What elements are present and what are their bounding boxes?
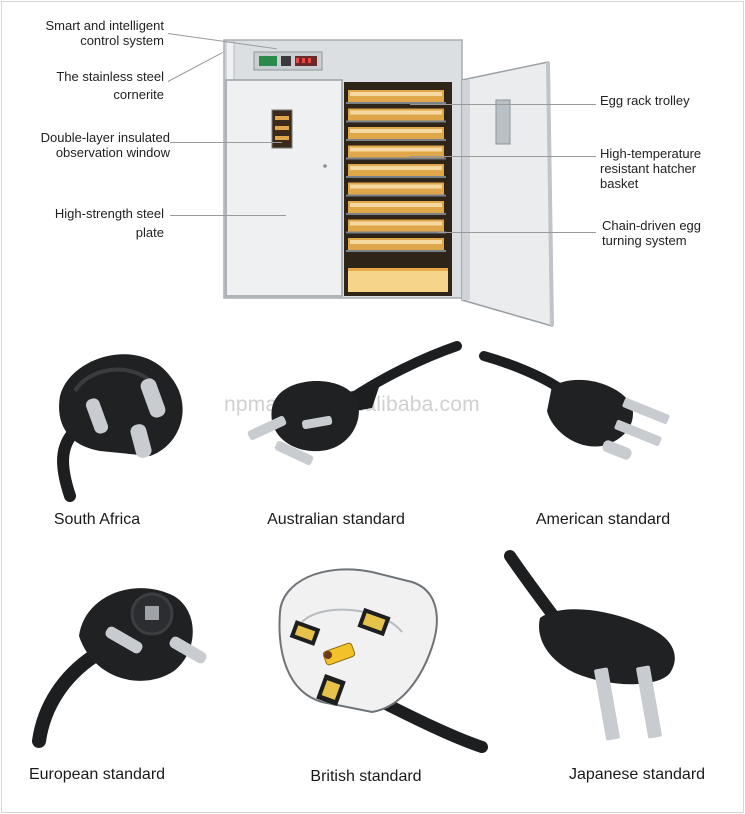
- callout-line: Smart and intelligent: [45, 18, 164, 33]
- leader-steel-plate: [170, 215, 286, 216]
- tray-rail: [346, 231, 446, 234]
- british-plug-icon: [278, 568, 488, 753]
- plug-label-south-africa: South Africa: [53, 511, 141, 528]
- leader-hatcher-basket: [410, 156, 596, 157]
- plug-label-european: European standard: [28, 766, 166, 783]
- leader-window: [170, 142, 282, 143]
- american-plug-icon: [479, 351, 670, 460]
- egg-tray-highlight: [350, 129, 442, 133]
- callout-line: observation window: [55, 145, 170, 160]
- callout-cornerite: The stainless steel cornerite: [12, 69, 164, 102]
- incubator-illustration: [223, 39, 554, 328]
- callout-line: Egg rack trolley: [600, 93, 690, 108]
- callout-steel-plate: High-strength steel plate: [12, 206, 164, 240]
- plug-label-australian: Australian standard: [267, 511, 405, 528]
- egg-tray-highlight: [350, 92, 442, 96]
- egg-tray-highlight: [350, 166, 442, 170]
- callout-line: resistant hatcher: [600, 161, 697, 176]
- callout-line: turning system: [602, 233, 687, 248]
- tray-rail: [346, 213, 446, 215]
- japanese-plug-icon: [504, 550, 675, 741]
- egg-tray-highlight: [350, 110, 442, 115]
- australian-plug-icon: [247, 341, 462, 465]
- callout-line: cornerite: [113, 87, 164, 102]
- callout-line: control system: [80, 33, 164, 48]
- egg-tray-highlight: [350, 221, 442, 226]
- egg-tray-highlight: [350, 147, 442, 152]
- callout-line: basket: [600, 176, 639, 191]
- tray-rail: [346, 120, 446, 123]
- callout-line: Double-layer insulated: [40, 130, 170, 145]
- callout-observation-window: Double-layer insulated observation windo…: [6, 130, 170, 160]
- callout-line: The stainless steel: [56, 69, 164, 84]
- callout-egg-turning: Chain-driven egg turning system: [602, 218, 740, 248]
- leader-egg-rack: [410, 104, 596, 105]
- plug-label-british: British standard: [310, 768, 422, 785]
- european-plug-icon: [32, 588, 207, 748]
- callout-line: plate: [135, 225, 164, 240]
- tray-rail: [346, 157, 446, 160]
- tray-rail: [346, 250, 446, 252]
- tray-rail: [346, 139, 446, 141]
- plug-label-japanese: Japanese standard: [568, 766, 706, 783]
- callout-line: Chain-driven egg: [602, 218, 702, 233]
- leader-egg-turning: [438, 232, 596, 233]
- tray-rail: [346, 194, 446, 197]
- callout-line: High-strength steel: [54, 206, 164, 221]
- plug-label-american: American standard: [535, 511, 671, 528]
- south-africa-plug-icon: [57, 354, 183, 502]
- callout-egg-rack: Egg rack trolley: [600, 93, 740, 108]
- egg-tray-highlight: [350, 203, 442, 207]
- egg-tray-highlight: [350, 184, 442, 189]
- callout-line: High-temperature: [600, 146, 702, 161]
- tray-rail: [346, 102, 446, 104]
- callout-control-system: Smart and intelligent control system: [12, 18, 164, 48]
- egg-tray-highlight: [350, 240, 442, 244]
- tray-rail: [346, 176, 446, 178]
- callout-hatcher-basket: High-temperature resistant hatcher baske…: [600, 146, 740, 191]
